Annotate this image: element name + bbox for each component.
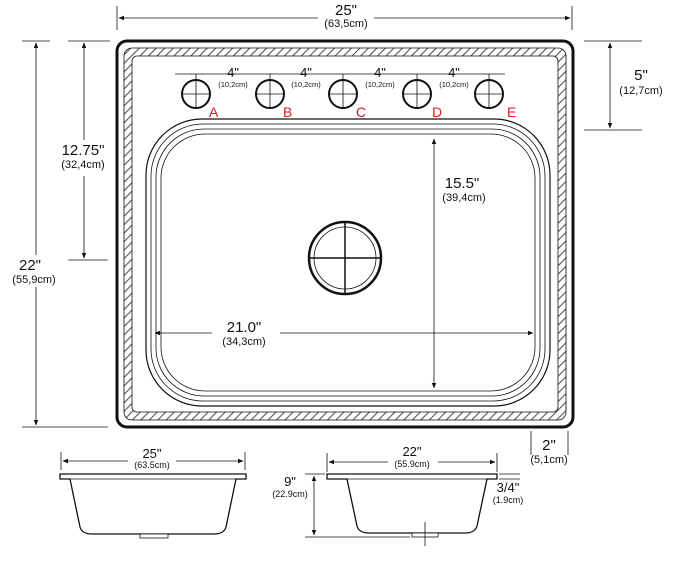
rim-depth-cm: (5,1cm) — [530, 454, 567, 466]
hole-spacing-2-cm: (10,2cm) — [291, 80, 321, 89]
side-view: 22" (55.9cm) 9" (22.9cm) 3/4" (1.9cm) — [272, 444, 523, 546]
faucet-hole-d — [402, 74, 432, 109]
hole-label-c: C — [356, 104, 366, 120]
hole-spacing-1-cm: (10,2cm) — [218, 80, 248, 89]
overall-width-label: 25" — [335, 2, 357, 19]
drain-icon — [307, 220, 383, 296]
hole-label-d: D — [432, 104, 442, 120]
bowl-width-cm: (34,3cm) — [222, 336, 265, 348]
bowl-outline — [145, 118, 551, 407]
side-depth-label: 9" — [284, 474, 296, 489]
hole-spacing-4-cm: (10,2cm) — [439, 80, 469, 89]
hole-spacing-2: 4" — [300, 65, 312, 80]
overall-height-cm: (55,9cm) — [12, 274, 55, 286]
bowl-length-cm: (39,4cm) — [442, 192, 485, 204]
side-width-cm: (55.9cm) — [394, 459, 430, 469]
overall-height-label: 22" — [19, 257, 41, 274]
deck-depth-cm: (12,7cm) — [619, 85, 662, 97]
drain-offset-label: 12.75" — [62, 142, 105, 159]
faucet-hole-c — [328, 74, 358, 109]
bowl-length-label: 15.5" — [445, 175, 480, 192]
side-width-label: 22" — [402, 444, 421, 459]
bowl-width-label: 21.0" — [227, 319, 262, 336]
faucet-holes — [175, 73, 505, 109]
hole-spacing-4: 4" — [448, 65, 460, 80]
rim-depth-label: 2" — [542, 437, 556, 454]
faucet-hole-e — [474, 74, 504, 109]
drain-offset-cm: (32,4cm) — [61, 159, 104, 171]
hole-label-a: A — [209, 104, 219, 120]
faucet-hole-a — [181, 74, 211, 109]
hole-spacing-3: 4" — [374, 65, 386, 80]
faucet-hole-b — [255, 74, 285, 109]
hole-spacing-3-cm: (10,2cm) — [365, 80, 395, 89]
deck-depth-label: 5" — [634, 67, 648, 84]
front-width-cm: (63.5cm) — [134, 460, 170, 470]
overall-width-cm: (63,5cm) — [324, 18, 367, 30]
hole-label-b: B — [283, 104, 292, 120]
front-width-label: 25" — [142, 446, 161, 461]
hole-spacing-1: 4" — [227, 65, 239, 80]
side-lip-cm: (1.9cm) — [493, 495, 524, 505]
side-depth-cm: (22.9cm) — [272, 489, 308, 499]
front-view: 25" (63.5cm) — [59, 446, 247, 539]
side-lip-label: 3/4" — [497, 480, 520, 495]
hole-label-e: E — [507, 104, 516, 120]
